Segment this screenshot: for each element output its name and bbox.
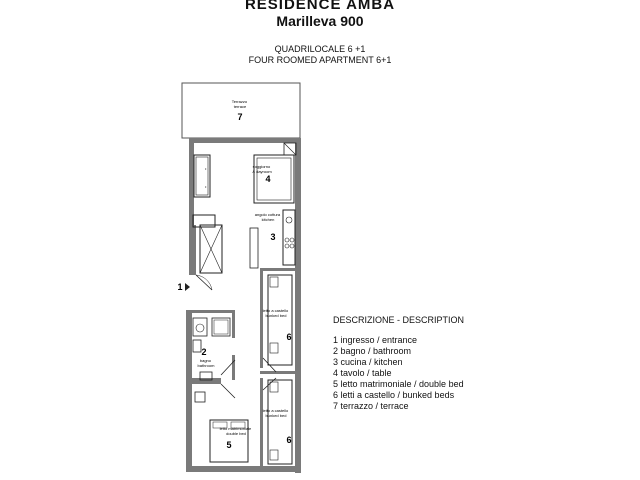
legend-item: 6 letti a castello / bunked beds bbox=[333, 390, 455, 400]
room-number-table: 4 bbox=[265, 174, 270, 184]
wardrobe bbox=[199, 224, 223, 274]
bunk-label-bottom: letto a castello bunked bed bbox=[263, 408, 290, 418]
apartment-type-en: FOUR ROOMED APARTMENT 6+1 bbox=[248, 55, 392, 65]
table bbox=[253, 154, 295, 204]
legend-item: 2 bagno / bathroom bbox=[333, 346, 412, 356]
room-number-bunk-top: 6 bbox=[286, 332, 291, 342]
room-number-double: 5 bbox=[226, 440, 231, 450]
room-number-bunk-bottom: 6 bbox=[286, 435, 291, 445]
room-number-bath: 2 bbox=[201, 347, 206, 357]
double-bed-label: letto matrimoniale double bed bbox=[220, 426, 253, 436]
legend-item: 1 ingresso / entrance bbox=[333, 335, 418, 345]
room-number-entrance: 1 bbox=[177, 282, 182, 292]
terrace-label: Terrazzo terrace bbox=[232, 99, 248, 109]
bunk-label-top: letto a castello bunked bed bbox=[263, 308, 290, 318]
kitchen-label: angolo cottura kitchen bbox=[255, 212, 281, 222]
shower bbox=[211, 317, 231, 337]
room-number-kitchen: 3 bbox=[270, 232, 275, 242]
walls bbox=[186, 138, 301, 473]
svg-text:•: • bbox=[205, 184, 207, 189]
room-number-terrace: 7 bbox=[237, 112, 242, 122]
legend-list: 1 ingresso / entrance 2 bagno / bathroom… bbox=[333, 335, 464, 412]
wc bbox=[192, 317, 208, 337]
page-title: RESIDENCE AMBA bbox=[244, 0, 396, 13]
page-subtitle: Marilleva 900 bbox=[276, 13, 364, 29]
sofa bbox=[193, 154, 211, 198]
apartment-type-it: QUADRILOCALE 6 +1 bbox=[274, 44, 366, 54]
bath-label: bagno bathroom bbox=[198, 358, 216, 368]
legend-title: DESCRIZIONE - DESCRIPTION bbox=[333, 315, 465, 325]
sofa-dot: • bbox=[205, 166, 207, 171]
legend-item: 4 tavolo / table bbox=[333, 368, 392, 378]
double-bed bbox=[209, 419, 249, 463]
kitchen-counter bbox=[282, 209, 296, 266]
living-label: soggiorno & dayroom bbox=[252, 164, 272, 174]
legend-item: 5 letto matrimoniale / double bed bbox=[333, 379, 464, 389]
entrance-arrow-icon bbox=[185, 283, 190, 291]
legend-item: 3 cucina / kitchen bbox=[333, 357, 403, 367]
bunk-bed-top bbox=[267, 274, 293, 366]
legend-item: 7 terrazzo / terrace bbox=[333, 401, 409, 411]
bunk-bed-bottom bbox=[267, 379, 293, 465]
terrace-outline bbox=[181, 82, 301, 139]
